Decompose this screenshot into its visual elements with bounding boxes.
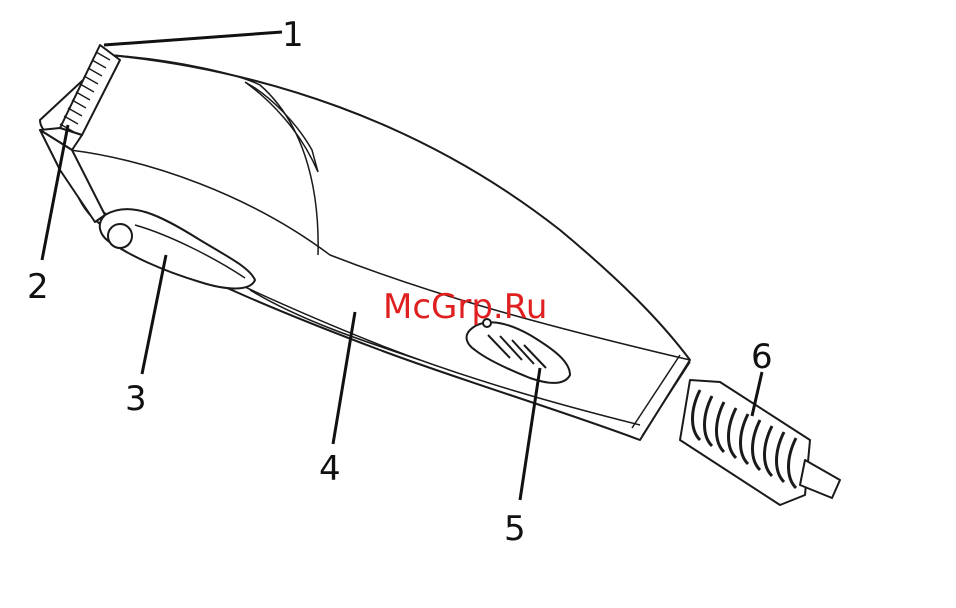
label-3: 3 (125, 379, 147, 419)
leader-1 (104, 32, 282, 45)
label-4: 4 (319, 449, 341, 489)
leader-3 (142, 255, 166, 374)
label-6: 6 (751, 337, 773, 377)
cord-strain-relief (680, 380, 840, 505)
label-1: 1 (282, 15, 304, 55)
label-2: 2 (27, 267, 49, 307)
watermark-text: McGrp.Ru (383, 287, 547, 327)
label-5: 5 (504, 509, 526, 549)
